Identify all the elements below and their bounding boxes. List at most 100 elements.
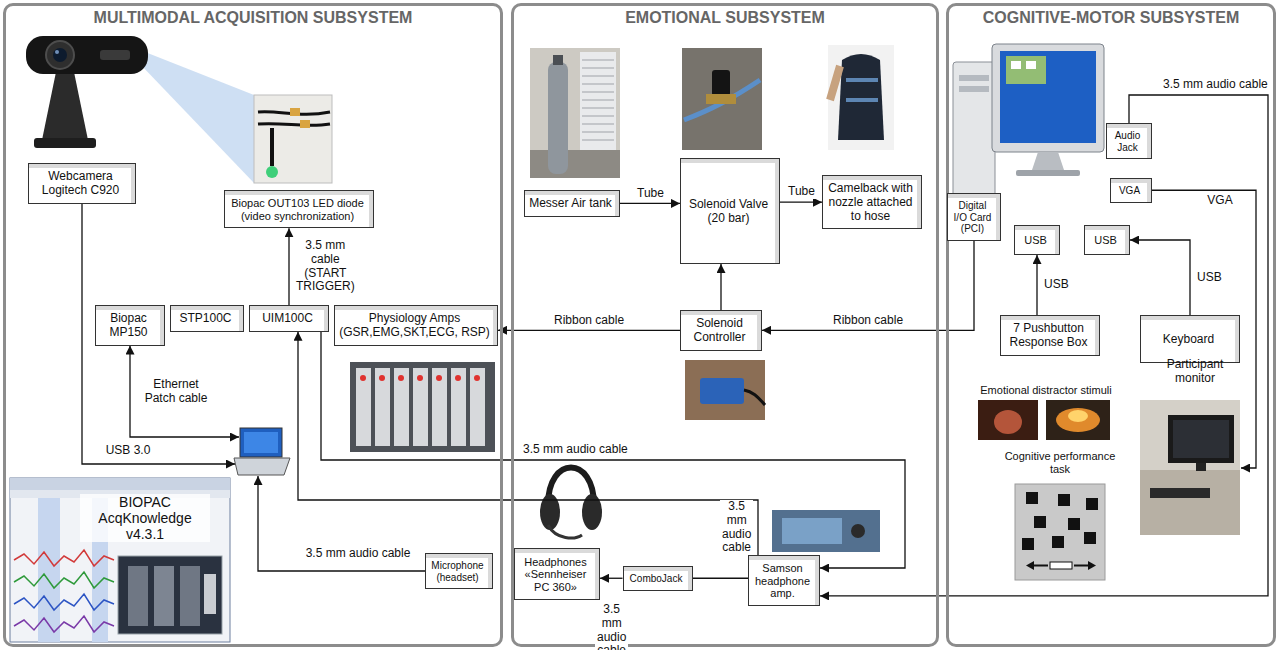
controller-photo [744, 390, 765, 405]
amplifier-photo [356, 368, 371, 446]
box-label: Solenoid Valve (20 bar) [685, 198, 772, 226]
computer-illustration [992, 44, 1104, 152]
led-photo [254, 95, 332, 183]
led-photo [300, 120, 310, 128]
cable-connector [288, 228, 289, 305]
led-photo [290, 108, 300, 116]
air-tank-photo [530, 48, 620, 178]
device-box: Keyboard [1140, 315, 1240, 363]
amplifier-photo [398, 375, 404, 381]
task-screen [1068, 518, 1080, 530]
box-label: UIM100C [254, 312, 321, 326]
annotation-box: BIOPAC AcqKnowledge v4.3.1 [80, 494, 210, 542]
software-screenshot [14, 616, 114, 632]
laptop-illustration [234, 428, 290, 475]
annotation-box: Cognitive performance task [1000, 450, 1120, 475]
annotation-label: BIOPAC AcqKnowledge v4.3.1 [80, 494, 210, 542]
computer-illustration [953, 44, 1104, 238]
webcam-illustration [53, 48, 67, 62]
software-screenshot [154, 566, 174, 626]
headphones-illustration [540, 468, 602, 538]
laptop-illustration [244, 432, 278, 453]
cable-label: USB [1195, 271, 1224, 285]
amplifier-photo [350, 362, 495, 452]
computer-illustration [953, 62, 995, 238]
device-box: Messer Air tank [524, 190, 620, 217]
distractor-images [994, 410, 1022, 434]
software-screenshot [204, 574, 216, 614]
annotation-box: VGA [1200, 194, 1240, 208]
cable-group [82, 190, 1256, 571]
cable-label-box: Tube [635, 187, 666, 201]
annotation-label: VGA [1200, 194, 1240, 208]
task-screen [1058, 494, 1070, 506]
box-label: Solenoid Controller [685, 317, 754, 345]
led-photo [266, 166, 278, 178]
controller-photo [700, 378, 744, 404]
box-label: Digital I/O Card (PCI) [952, 200, 993, 235]
cable-connector [720, 264, 721, 310]
air-tank-photo [548, 62, 568, 174]
laptop-illustration [240, 428, 282, 457]
software-screenshot [14, 572, 114, 588]
amplifier-photo [394, 368, 409, 446]
cable-connector [1036, 255, 1037, 315]
software-screenshot [10, 478, 230, 642]
connector-group [289, 95, 1268, 596]
task-screen [1015, 484, 1105, 580]
device-box: USB [1084, 225, 1130, 255]
amplifier-photo [350, 362, 495, 452]
cable-line [82, 204, 235, 464]
box-label: Biopac MP150 [100, 312, 157, 340]
distractor-images [978, 400, 1038, 440]
cable-label-box: 3.5 mm audio cable [720, 500, 753, 555]
distractor-images [1068, 410, 1088, 422]
distractor-images [978, 400, 1110, 440]
webcam-illustration [42, 72, 88, 140]
box-label: 7 Pushbutton Response Box [1005, 322, 1092, 350]
cable-label: Tube [635, 187, 666, 201]
task-screen [1015, 484, 1105, 580]
cable-label-box: 3.5 mm cable (START TRIGGER) [294, 239, 357, 294]
cable-label-box: USB [1042, 278, 1071, 292]
cable-connector [600, 578, 623, 579]
device-box: Headphones «Sennheiser PC 360» [514, 548, 600, 600]
amplifier-photo [413, 368, 428, 446]
box-label: Biopac OUT103 LED diode (video synchroni… [229, 197, 366, 222]
box-label: Samson headphone amp. [753, 562, 812, 600]
device-box: UIM100C [249, 305, 329, 332]
cable-label-box: 3.5 mm audio cable [595, 603, 628, 650]
computer-illustration [959, 86, 989, 92]
software-screenshot [10, 478, 230, 490]
camelback-photo [846, 80, 878, 100]
cable-label: Ribbon cable [831, 314, 905, 328]
amplifier-photo [375, 368, 390, 446]
task-screen [1022, 538, 1034, 550]
cable-label: USB [1042, 278, 1071, 292]
valve-photo [706, 94, 736, 104]
box-label: Headphones «Sennheiser PC 360» [519, 556, 592, 594]
device-box: 7 Pushbutton Response Box [1000, 315, 1100, 356]
cable-label: Ribbon cable [552, 314, 626, 328]
amplifier-photo [379, 375, 385, 381]
device-box: VGA [1110, 178, 1152, 203]
camera-beam [140, 50, 254, 183]
cable-label: 3.5 mm audio cable [720, 500, 753, 555]
computer-illustration [959, 75, 989, 81]
annotation-box: USB 3.0 [98, 444, 158, 458]
participant-monitor-photo [1140, 400, 1240, 535]
cable-connector [321, 332, 905, 568]
subsystem-panel: MULTIMODAL ACQUISITION SUBSYSTEMWebcamer… [3, 3, 503, 647]
valve-photo [682, 48, 762, 150]
box-label: Keyboard [1145, 333, 1232, 347]
participant-monitor-photo [1150, 488, 1210, 498]
air-tank-photo [530, 150, 620, 178]
device-box: Audio Jack [1106, 123, 1152, 159]
annotation-box: 3.5 mm audio cable [296, 547, 420, 561]
webcam-illustration [46, 41, 74, 69]
webcam-illustration [55, 50, 59, 54]
box-label: Audio Jack [1111, 130, 1144, 153]
cable-label-box: Ribbon cable [552, 314, 626, 328]
device-box: Camelback with nozzle attached to hose [822, 175, 922, 229]
